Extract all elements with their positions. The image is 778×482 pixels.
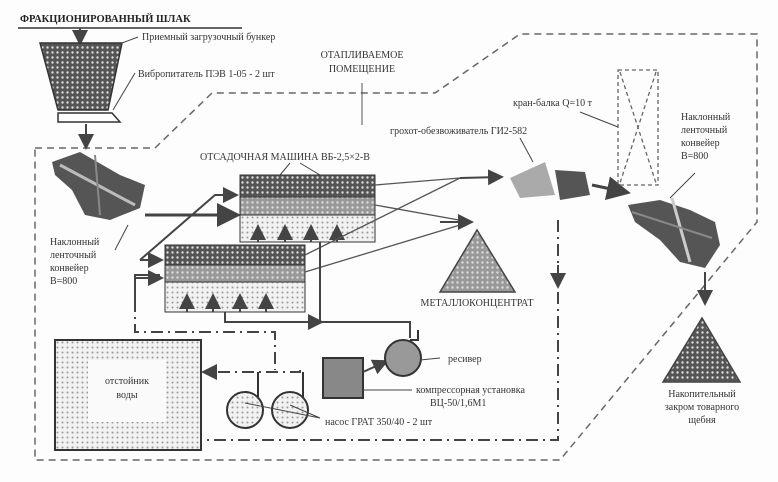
pump-2 xyxy=(271,372,309,429)
conveyor-right-line-2: ленточный xyxy=(681,125,728,136)
metal-concentrate-pile xyxy=(438,228,517,293)
conveyor-left-line-2: ленточный xyxy=(50,250,97,261)
receiver xyxy=(384,330,422,377)
settler-label-2: воды xyxy=(116,390,137,401)
vibrating-feeder xyxy=(57,112,122,123)
stockpile-pile xyxy=(661,316,742,383)
heated-room-label-1: ОТАПЛИВАЕМОЕ xyxy=(321,50,404,61)
heated-room-boundary xyxy=(34,33,758,461)
jig-machine-2 xyxy=(164,244,306,313)
stockpile-line-1: Накопительный xyxy=(668,389,736,400)
screen-label: грохот-обезвоживатель ГИ2-582 xyxy=(390,126,527,137)
conveyor-right-line-1: Наклонный xyxy=(681,112,731,123)
stockpile-line-2: закром товарного xyxy=(665,402,739,413)
stockpile-line-3: щебня xyxy=(688,415,716,426)
overhead-crane xyxy=(617,69,659,186)
pump-1 xyxy=(226,372,264,429)
pump-label: насос ГРАТ 350/40 - 2 шт xyxy=(325,417,433,428)
crane-label: кран-балка Q=10 т xyxy=(513,98,593,109)
diagram-title: ФРАКЦИОНИРОВАННЫЙ ШЛАК xyxy=(20,13,191,25)
inclined-conveyor-right xyxy=(628,197,720,268)
heated-room-label-2: ПОМЕЩЕНИЕ xyxy=(329,64,395,75)
receiver-label: ресивер xyxy=(448,354,482,365)
settler-label-1: отстойник xyxy=(105,376,149,387)
conveyor-right-line-3: конвейер xyxy=(681,138,720,149)
dewatering-screen xyxy=(510,162,590,200)
metal-concentrate-label: МЕТАЛЛОКОНЦЕНТРАТ xyxy=(421,298,534,309)
conveyor-right-line-4: B=800 xyxy=(681,151,708,162)
conveyor-left-line-3: конвейер xyxy=(50,263,89,274)
hopper-label: Приемный загрузочный бункер xyxy=(142,32,275,43)
water-settler xyxy=(54,339,202,451)
conveyor-left-line-1: Наклонный xyxy=(50,237,100,248)
jig-machine-1 xyxy=(239,174,376,243)
compressor-label-1: компрессорная установка xyxy=(416,385,525,396)
compressor-unit xyxy=(322,357,364,399)
compressor-label-2: ВЦ-50/1,6М1 xyxy=(430,398,486,409)
feeder-label: Вибропитатель ПЭВ 1-05 - 2 шт xyxy=(138,69,275,80)
receiving-hopper xyxy=(39,42,123,111)
conveyor-left-line-4: B=800 xyxy=(50,276,77,287)
jig-machine-label: ОТСАДОЧНАЯ МАШИНА ВБ-2,5×2-В xyxy=(200,152,370,163)
inclined-conveyor-left xyxy=(52,152,145,220)
